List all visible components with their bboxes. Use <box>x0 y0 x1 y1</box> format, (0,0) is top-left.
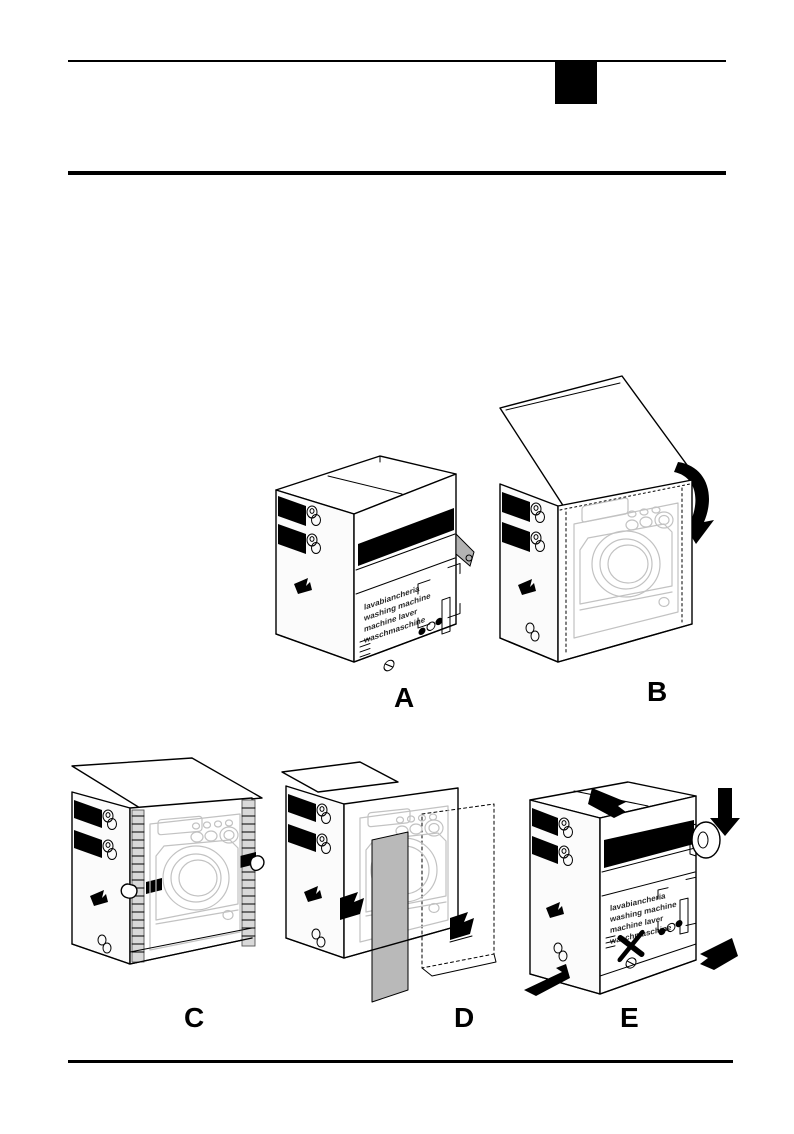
handling-symbol-side-d <box>304 886 322 902</box>
header-bottom-rule <box>68 171 726 175</box>
press-arrow-right <box>700 938 738 970</box>
front-cardboard-panel <box>372 832 408 1002</box>
press-arrow-top <box>588 788 626 818</box>
handling-symbol-side <box>294 578 312 594</box>
footer-rule <box>68 1060 733 1063</box>
pull-arrow-right <box>240 852 265 872</box>
press-arrow-down-right <box>710 788 740 836</box>
figure-e: lavabiancheria washing machine machine l… <box>522 778 742 1038</box>
figure-b-illustration <box>499 375 714 663</box>
figure-b-letter: B <box>647 676 668 707</box>
press-arrow-bottom-left <box>524 964 570 996</box>
figure-c-letter: C <box>184 1002 205 1033</box>
figure-d: D <box>281 752 507 1042</box>
washing-machine-front-c <box>149 813 241 951</box>
figure-d-letter: D <box>454 1002 475 1033</box>
figure-c-illustration <box>71 757 265 965</box>
figure-e-illustration: lavabiancheria washing machine machine l… <box>524 781 740 996</box>
figure-d-illustration <box>281 761 497 1003</box>
figure-a-letter: A <box>394 682 415 713</box>
panel-pull-arrow-left <box>340 892 364 920</box>
handling-symbol-side-e <box>546 902 564 918</box>
figure-b: B <box>492 372 737 706</box>
handling-symbol-side-c <box>90 890 108 906</box>
chapter-marker <box>555 62 597 104</box>
tape-roll <box>689 821 721 859</box>
handling-symbol-side-b <box>518 579 536 595</box>
panel-place-arrow-right <box>449 912 474 943</box>
header-top-rule <box>68 60 726 62</box>
washing-machine-front-b <box>573 497 679 639</box>
figure-a: lavabiancheria washing machine machine l… <box>268 448 518 712</box>
corner-protector-right <box>241 799 256 947</box>
figure-c: C <box>66 752 281 1042</box>
figure-a-illustration: lavabiancheria washing machine machine l… <box>275 455 475 672</box>
figure-e-letter: E <box>620 1002 639 1033</box>
